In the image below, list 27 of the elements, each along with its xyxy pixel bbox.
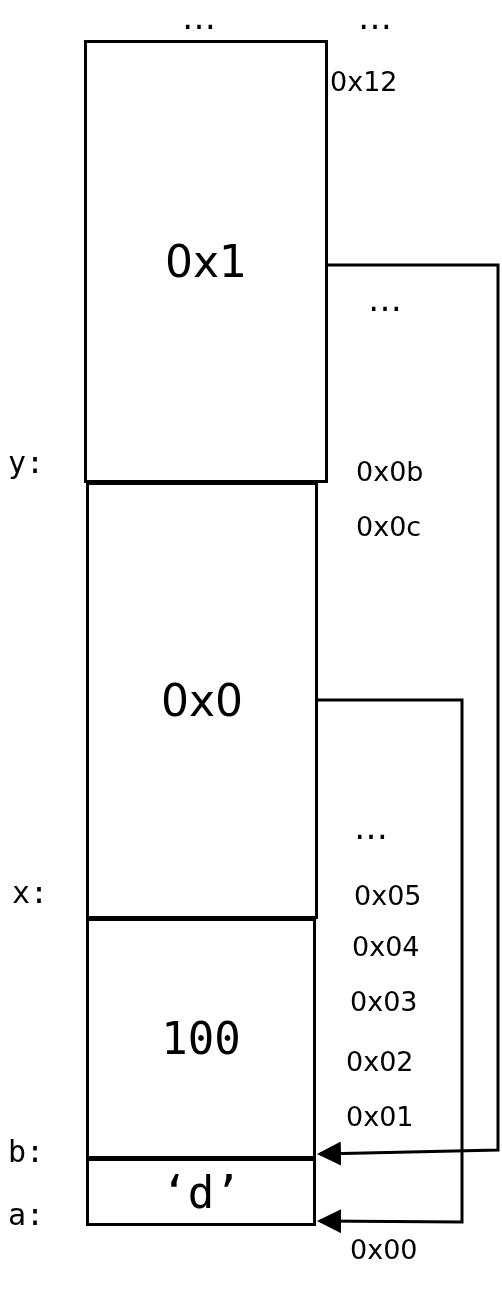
memory-cell <box>86 918 316 1159</box>
address-label: 0x02 <box>346 1048 414 1075</box>
address-label: 0x0c <box>356 513 422 540</box>
ellipsis: … <box>358 0 392 34</box>
address-label: 0x05 <box>354 882 422 909</box>
address-label: 0x01 <box>346 1103 414 1130</box>
ellipsis: … <box>354 810 388 844</box>
variable-name: x: <box>12 878 49 908</box>
address-label: 0x04 <box>352 933 420 960</box>
variable-name: a: <box>8 1200 45 1230</box>
variable-name: b: <box>8 1137 45 1167</box>
cell-value: 0x0 <box>161 675 243 726</box>
address-label: 0x03 <box>350 988 418 1015</box>
memory-cell <box>86 1158 316 1226</box>
address-label: 0x00 <box>350 1236 418 1263</box>
address-label: 0x0b <box>356 458 424 485</box>
cell-value: ‘d’ <box>161 1166 241 1218</box>
pointer-arrow <box>317 263 500 1166</box>
variable-name: y: <box>8 448 45 478</box>
address-label: 0x12 <box>330 68 398 95</box>
cell-value: 0x1 <box>165 236 247 287</box>
memory-cell <box>86 482 318 919</box>
memory-cell <box>84 40 328 483</box>
ellipsis: … <box>368 282 402 316</box>
ellipsis: … <box>182 0 216 34</box>
cell-value: 100 <box>161 1013 241 1064</box>
pointer-arrow <box>317 698 464 1234</box>
